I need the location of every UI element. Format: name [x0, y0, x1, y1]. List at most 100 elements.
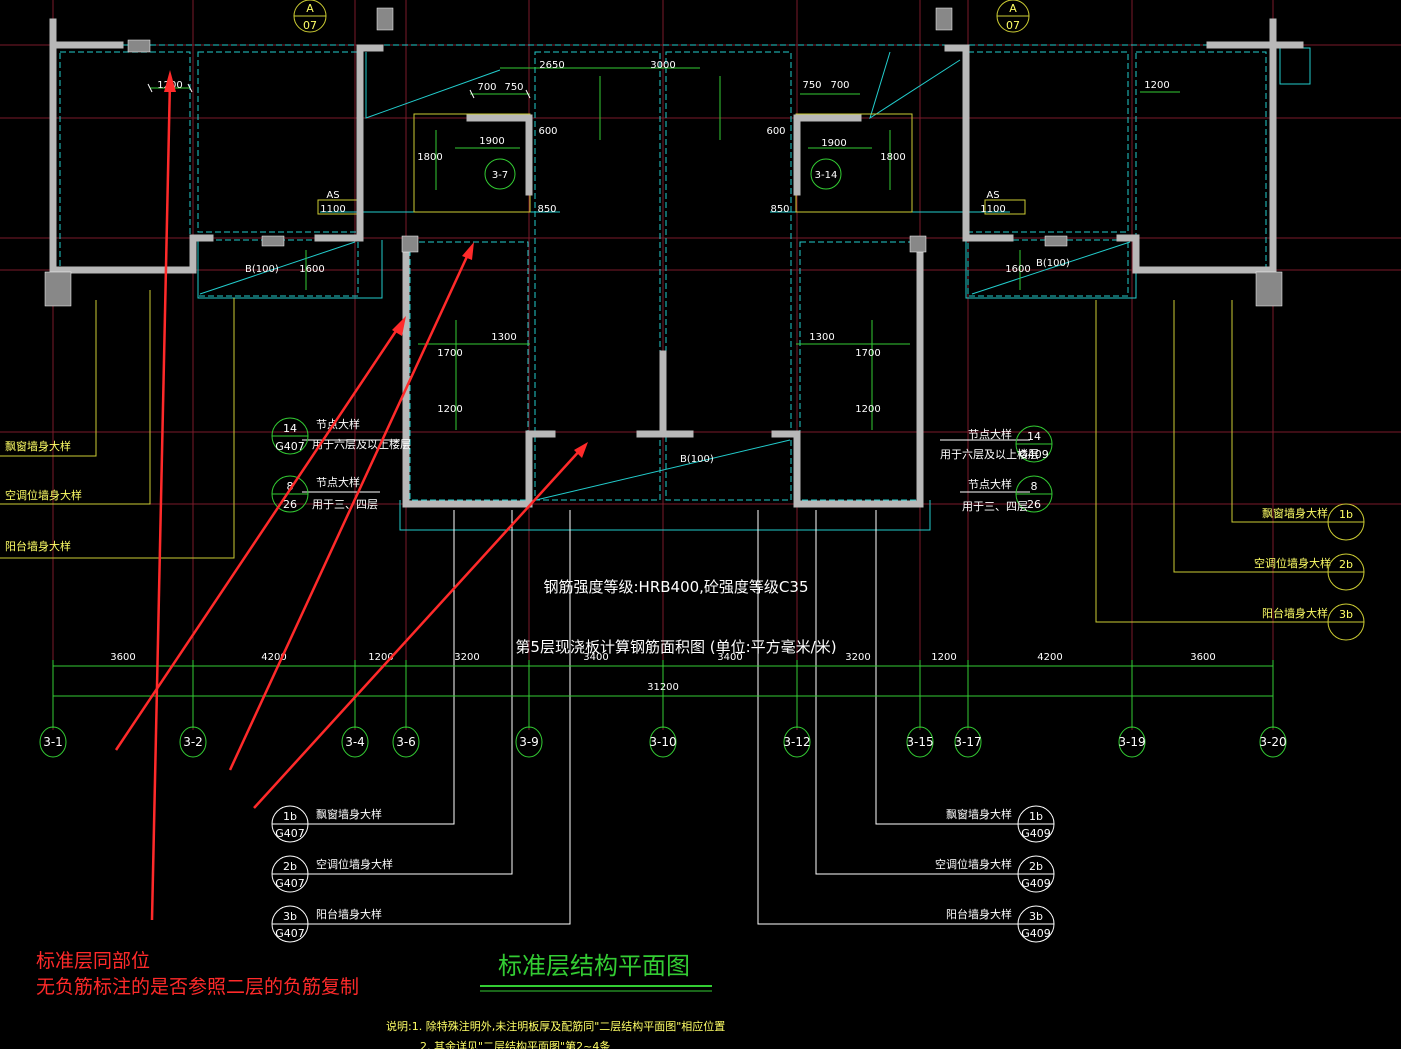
bubble-sheet: G407 — [275, 827, 305, 840]
bubble-num: 3b — [1339, 608, 1353, 621]
left-label-leaders — [0, 290, 1330, 623]
bay-dim: 3600 — [110, 652, 135, 663]
bay-dim: 3400 — [717, 652, 742, 663]
label-piaochuang: 飘窗墙身大样 — [1262, 506, 1328, 520]
detail-ref-number: 07 — [303, 19, 317, 32]
material-note: 钢筋强度等级:HRB400,砼强度等级C35 — [543, 578, 808, 596]
node-usage: 用于三、四层 — [312, 498, 378, 511]
detail-ref-top: A — [1009, 2, 1017, 15]
plan-dim: 1800 — [880, 152, 905, 163]
plan-dim: 1300 — [491, 332, 516, 343]
remark-1: 说明:1. 除特殊注明外,未注明板厚及配筋同"二层结构平面图"相应位置 — [386, 1019, 725, 1033]
axis-bubbles-ring — [39, 158, 1287, 758]
plan-dim: 850 — [770, 204, 789, 215]
node-callout-texts: 14 G407 8 26 节点大样 用于六层及以上楼层 节点大样 用于三、四层 … — [275, 417, 1049, 513]
plan-dim: 600 — [538, 126, 557, 137]
bay-dim: 3200 — [845, 652, 870, 663]
node-sheet: 26 — [1027, 498, 1041, 511]
axis-label: 3-17 — [954, 735, 981, 749]
bubble-num: 2b — [1339, 558, 1353, 571]
bay-dim: 1200 — [931, 652, 956, 663]
node-sheet: 26 — [283, 498, 297, 511]
plan-dim: 750 — [504, 82, 523, 93]
bubble-sheet: G407 — [275, 877, 305, 890]
bay-dim: 3200 — [454, 652, 479, 663]
total-dim: 31200 — [647, 682, 679, 693]
axis-label: 3-10 — [649, 735, 676, 749]
slab-label: B(100) — [680, 454, 714, 465]
bubble-sheet: G409 — [1021, 877, 1051, 890]
stair-ref: 3-7 — [492, 170, 508, 181]
plan-dim: 700 — [477, 82, 496, 93]
plan-dim: 750 — [802, 80, 821, 91]
node-title: 节点大样 — [316, 417, 360, 431]
plan-dim: 1100 — [980, 204, 1005, 215]
stair-ref: 3-14 — [815, 170, 838, 181]
axis-label: 3-19 — [1118, 735, 1145, 749]
plan-dim: 3000 — [650, 60, 675, 71]
detail-ref-top: A — [306, 2, 314, 15]
bottom-label-leaders — [274, 439, 1030, 925]
bubble-sheet: G409 — [1021, 927, 1051, 940]
bay-dim: 4200 — [261, 652, 286, 663]
bubble-num: 3b — [283, 910, 297, 923]
node-number: 14 — [1027, 430, 1041, 443]
label-kongtiao: 空调位墙身大样 — [316, 857, 393, 871]
axis-label: 3-15 — [906, 735, 933, 749]
axis-label: 3-1 — [43, 735, 63, 749]
node-usage: 用于三、四层 — [962, 500, 1028, 513]
plan-dim: 1700 — [437, 348, 462, 359]
dimension-lines — [52, 67, 1274, 728]
bubble-sheet: G407 — [275, 927, 305, 940]
right-wall-bubble-texts: 1b 2b 3b — [1339, 508, 1353, 621]
bubble-num: 2b — [283, 860, 297, 873]
node-title: 节点大样 — [968, 477, 1012, 491]
label-kongtiao: 空调位墙身大样 — [5, 488, 82, 502]
plan-dim: 1200 — [437, 404, 462, 415]
node-number: 14 — [283, 422, 297, 435]
bay-dim: 3400 — [583, 652, 608, 663]
slab-label: AS — [986, 190, 999, 201]
axis-label: 3-6 — [396, 735, 416, 749]
node-bubbles — [271, 417, 1053, 513]
label-kongtiao: 空调位墙身大样 — [935, 857, 1012, 871]
bay-dim: 3600 — [1190, 652, 1215, 663]
detail-ref-bubbles: A 07 A 07 3-7 3-14 — [293, 0, 1030, 181]
plan-dim: 1700 — [855, 348, 880, 359]
bubble-num: 3b — [1029, 910, 1043, 923]
plan-dim: 600 — [766, 126, 785, 137]
bay-dimension-texts: 3600 4200 1200 3200 3400 3400 3200 1200 … — [110, 652, 1215, 693]
node-usage: 用于六层及以上楼层 — [940, 447, 1039, 461]
plan-dim: 1900 — [821, 138, 846, 149]
bay-dim: 4200 — [1037, 652, 1062, 663]
label-yangtai: 阳台墙身大样 — [5, 539, 71, 553]
plan-dim: 1800 — [417, 152, 442, 163]
drawing-title: 标准层结构平面图 — [498, 952, 690, 980]
bubble-num: 2b — [1029, 860, 1043, 873]
plan-dim: 1100 — [320, 204, 345, 215]
shear-walls — [49, 18, 1304, 508]
left-wall-labels: 飘窗墙身大样 空调位墙身大样 阳台墙身大样 飘窗墙身大样 空调位墙身大样 阳台墙… — [5, 439, 1331, 620]
axis-label: 3-12 — [783, 735, 810, 749]
bubble-num: 1b — [1029, 810, 1043, 823]
bubble-num: 1b — [1339, 508, 1353, 521]
annotation-line-2: 无负筋标注的是否参照二层的负筋复制 — [36, 976, 360, 998]
right-wall-bubbles — [1327, 503, 1365, 641]
label-piaochuang: 飘窗墙身大样 — [316, 807, 382, 821]
node-usage: 用于六层及以上楼层 — [312, 437, 411, 451]
plan-dim: 1200 — [1144, 80, 1169, 91]
plan-dim: 850 — [537, 204, 556, 215]
bubble-num: 1b — [283, 810, 297, 823]
label-yangtai: 阳台墙身大样 — [1262, 606, 1328, 620]
detail-ref-number: 07 — [1006, 19, 1020, 32]
question-annotation: 标准层同部位 无负筋标注的是否参照二层的负筋复制 — [36, 948, 359, 1000]
label-yangtai: 阳台墙身大样 — [316, 907, 382, 921]
label-kongtiao: 空调位墙身大样 — [1254, 556, 1331, 570]
floor-note: 第5层现浇板计算钢筋面积图 (单位:平方毫米/米) — [515, 638, 836, 656]
label-piaochuang: 飘窗墙身大样 — [5, 439, 71, 453]
slab-label: B(100) — [245, 264, 279, 275]
node-title: 节点大样 — [316, 475, 360, 489]
plan-dim: 2650 — [539, 60, 564, 71]
